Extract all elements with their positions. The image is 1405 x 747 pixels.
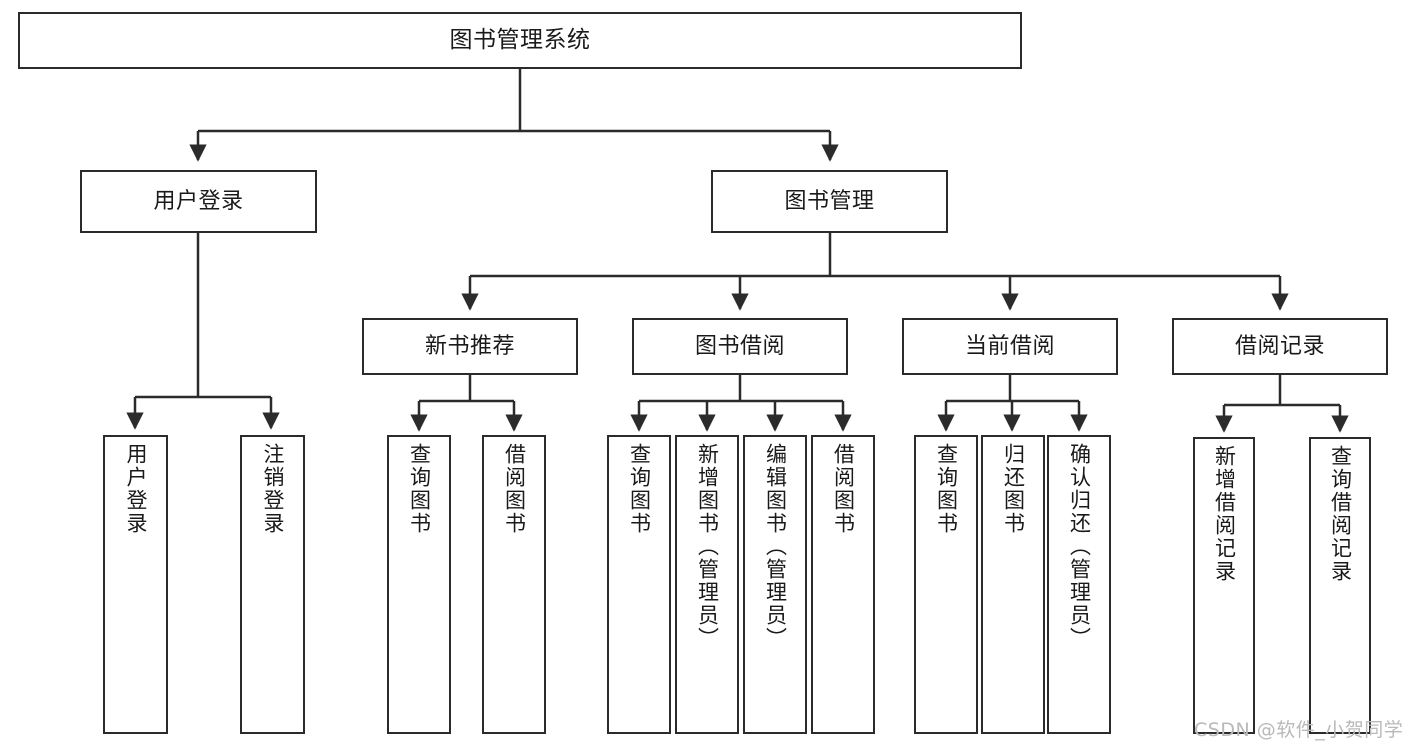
leaf-user-login-login-label: 用户登录 bbox=[124, 443, 148, 535]
leaf-record-add-record-label: 新增借阅记录 bbox=[1212, 445, 1237, 583]
leaf-borrow-borrow-book[interactable]: 借阅图书 bbox=[811, 435, 875, 734]
leaf-record-query-record-label: 查询借阅记录 bbox=[1328, 445, 1353, 583]
leaf-user-login-login[interactable]: 用户登录 bbox=[103, 435, 168, 734]
node-root-system-label: 图书管理系统 bbox=[449, 26, 591, 53]
leaf-recommend-query-book[interactable]: 查询图书 bbox=[387, 435, 451, 734]
node-user-login[interactable]: 用户登录 bbox=[80, 170, 317, 233]
leaf-recommend-borrow-book-label: 借阅图书 bbox=[502, 443, 527, 535]
node-new-book-recommend[interactable]: 新书推荐 bbox=[362, 318, 578, 375]
node-book-management-label: 图书管理 bbox=[784, 188, 875, 214]
node-borrow-record-label: 借阅记录 bbox=[1234, 333, 1325, 359]
node-current-borrow-label: 当前借阅 bbox=[964, 333, 1055, 359]
leaf-borrow-query-book[interactable]: 查询图书 bbox=[607, 435, 671, 734]
node-book-management[interactable]: 图书管理 bbox=[711, 170, 948, 233]
node-user-login-label: 用户登录 bbox=[153, 188, 244, 214]
leaf-current-query-book-label: 查询图书 bbox=[934, 443, 959, 535]
leaf-borrow-query-book-label: 查询图书 bbox=[627, 443, 652, 535]
node-book-borrow-label: 图书借阅 bbox=[694, 333, 785, 359]
leaf-borrow-edit-book-admin-label: 编辑图书（管理员） bbox=[763, 443, 788, 650]
leaf-record-query-record[interactable]: 查询借阅记录 bbox=[1309, 437, 1371, 734]
leaf-user-login-logout-label: 注销登录 bbox=[261, 443, 285, 535]
leaf-borrow-borrow-book-label: 借阅图书 bbox=[831, 443, 856, 535]
leaf-current-confirm-return-admin-label: 确认归还（管理员） bbox=[1067, 443, 1092, 650]
leaf-current-return-book[interactable]: 归还图书 bbox=[981, 435, 1045, 734]
node-new-book-recommend-label: 新书推荐 bbox=[424, 333, 515, 359]
leaf-current-return-book-label: 归还图书 bbox=[1001, 443, 1026, 535]
leaf-recommend-borrow-book[interactable]: 借阅图书 bbox=[482, 435, 546, 734]
leaf-record-add-record[interactable]: 新增借阅记录 bbox=[1193, 437, 1255, 734]
leaf-user-login-logout[interactable]: 注销登录 bbox=[240, 435, 305, 734]
node-borrow-record[interactable]: 借阅记录 bbox=[1172, 318, 1388, 375]
leaf-current-query-book[interactable]: 查询图书 bbox=[914, 435, 978, 734]
leaf-borrow-add-book-admin[interactable]: 新增图书（管理员） bbox=[675, 435, 739, 734]
node-root-system[interactable]: 图书管理系统 bbox=[18, 12, 1022, 69]
leaf-recommend-query-book-label: 查询图书 bbox=[407, 443, 432, 535]
leaf-current-confirm-return-admin[interactable]: 确认归还（管理员） bbox=[1047, 435, 1111, 734]
node-book-borrow[interactable]: 图书借阅 bbox=[632, 318, 848, 375]
node-current-borrow[interactable]: 当前借阅 bbox=[902, 318, 1118, 375]
leaf-borrow-edit-book-admin[interactable]: 编辑图书（管理员） bbox=[743, 435, 807, 734]
leaf-borrow-add-book-admin-label: 新增图书（管理员） bbox=[695, 443, 720, 650]
